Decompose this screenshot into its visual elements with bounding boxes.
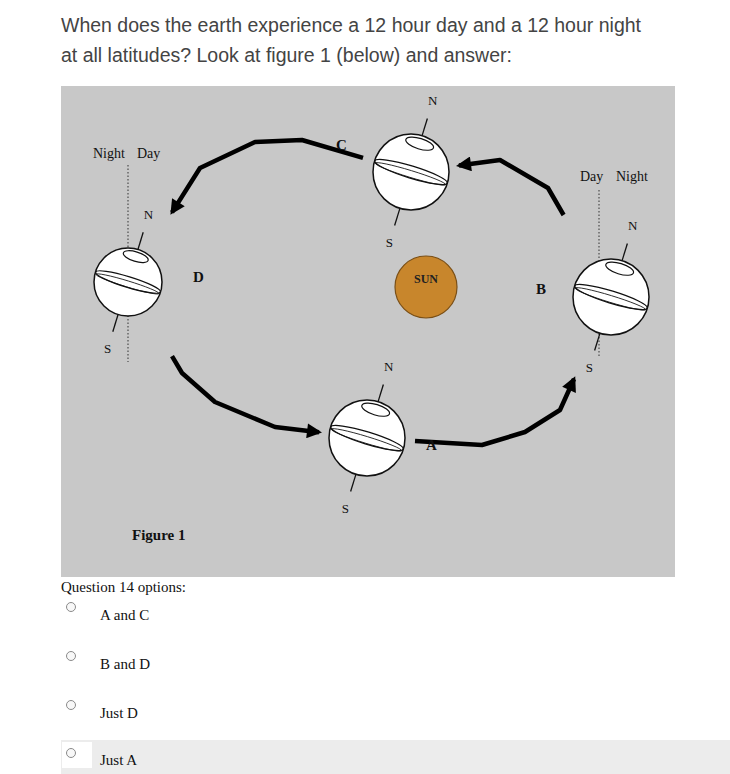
orbit-arrow (459, 160, 564, 215)
polar-cap (360, 400, 391, 419)
figure-caption: Figure 1 (132, 527, 185, 544)
position-letter: D (193, 268, 204, 286)
earth-d: NS (84, 204, 172, 360)
earth-outline (94, 248, 162, 316)
earth-b: NS (563, 215, 659, 379)
earth-axis (378, 384, 383, 401)
selected-option-band (61, 740, 730, 774)
earth-equator (94, 267, 162, 297)
pole-label: N (428, 94, 437, 108)
position-letter: C (336, 136, 347, 154)
position-letter: A (426, 436, 437, 454)
earth-equator (573, 280, 649, 314)
earth-globe (84, 204, 172, 360)
polar-cap (404, 134, 435, 153)
earth-globe (319, 356, 415, 520)
earth-outline (373, 134, 449, 210)
pole-label: S (104, 342, 111, 356)
earth-globe (363, 90, 459, 254)
earth-equator (574, 285, 646, 313)
pole-label: S (386, 236, 393, 250)
earth-axis (422, 118, 427, 135)
answer-option: B and D (100, 655, 150, 673)
terminator-label: Day (580, 168, 603, 186)
pole-label: S (342, 502, 349, 516)
sun-label: SUN (414, 272, 438, 287)
earth-globe (563, 215, 659, 379)
pole-label: N (384, 360, 393, 374)
pole-label: S (586, 361, 593, 375)
radio-button (67, 701, 76, 710)
pole-label: N (628, 219, 637, 233)
position-letter: B (536, 280, 546, 298)
earth-equator (373, 155, 449, 189)
question-text: When does the earth experience a 12 hour… (61, 10, 661, 70)
earth-axis (351, 474, 356, 491)
earth-equator (329, 421, 405, 455)
terminator-label: Night (93, 145, 125, 163)
answer-option: A and C (100, 606, 149, 624)
answer-option: Just D (100, 704, 138, 722)
radio-button (67, 603, 76, 612)
earth-axis (138, 232, 143, 249)
earth-equator (330, 426, 402, 454)
earth-c: NS (363, 90, 459, 254)
earth-outline (329, 400, 405, 476)
earth-equator (374, 160, 446, 188)
radio-button (67, 749, 76, 758)
orbit-arrow (415, 379, 574, 445)
sun-disc (394, 255, 458, 319)
terminator-label: Day (137, 145, 160, 163)
terminator-label: Night (616, 168, 648, 186)
answer-option: Just A (100, 751, 137, 769)
earth-axis (622, 243, 627, 260)
earth-outline (573, 259, 649, 335)
pole-label: N (144, 208, 153, 222)
polar-cap (604, 259, 635, 278)
earth-axis (113, 315, 118, 332)
orbit-arrow (172, 356, 319, 432)
radio-ground (62, 742, 92, 768)
orbit-arrow (172, 140, 363, 212)
sun-circle (395, 256, 457, 318)
earth-equator (95, 271, 160, 296)
earth-a: NS (319, 356, 415, 520)
earth-axis (395, 208, 400, 225)
earth-axis (595, 333, 600, 350)
radio-button (67, 652, 76, 661)
sun: SUN (394, 255, 458, 319)
polar-cap (122, 248, 149, 265)
options-heading: Question 14 options: (61, 578, 186, 596)
